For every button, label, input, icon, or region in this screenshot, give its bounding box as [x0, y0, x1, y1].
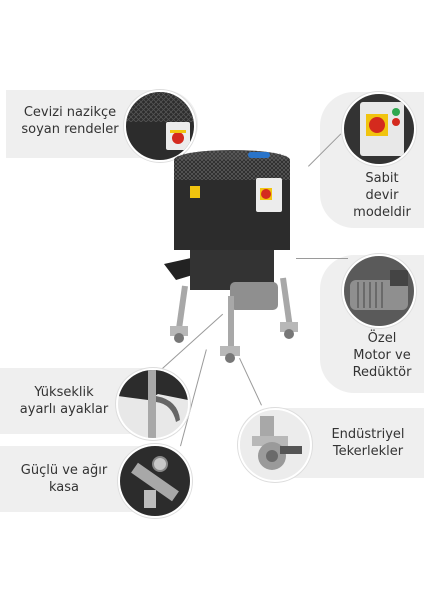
- callout-frame-label: Güçlü ve ağır kasa: [14, 462, 114, 496]
- grater-closeup: [124, 90, 196, 162]
- callout-casters-label: Endüstriyel Tekerlekler: [318, 426, 418, 460]
- caster-closeup-icon: [240, 410, 310, 480]
- casters-line-2: Tekerlekler: [332, 444, 404, 459]
- legs-line-1: Yükseklik: [34, 385, 94, 400]
- leg-closeup: [116, 368, 190, 440]
- connector-motor: [296, 258, 348, 259]
- legs-line-2: ayarlı ayaklar: [19, 402, 109, 417]
- leg-closeup-icon: [118, 370, 188, 438]
- callout-motor-label: Özel Motor ve Redüktör: [340, 330, 424, 381]
- callout-grater-label: Cevizi nazikçe soyan rendeler: [20, 104, 120, 138]
- motor-line-2: Motor ve: [353, 348, 411, 363]
- motor-line-3: Redüktör: [352, 365, 412, 380]
- grater-closeup-icon: [126, 92, 194, 160]
- motor-closeup: [342, 254, 416, 328]
- frame-closeup: [118, 444, 192, 518]
- motor-closeup-icon: [344, 256, 414, 326]
- frame-closeup-icon: [120, 446, 190, 516]
- motor-line-1: Özel: [367, 331, 397, 346]
- frame-line-1: Güçlü ve ağır: [20, 463, 108, 478]
- speed-line-1: Sabit: [365, 171, 399, 186]
- grater-line-1: Cevizi nazikçe: [23, 105, 117, 120]
- callout-legs-label: Yükseklik ayarlı ayaklar: [14, 384, 114, 418]
- grater-line-2: soyan rendeler: [21, 122, 119, 137]
- casters-line-1: Endüstriyel: [331, 427, 405, 442]
- speed-line-3: modeldir: [353, 205, 411, 220]
- machine-photo: [164, 150, 298, 363]
- callout-speed-label: Sabit devir modeldir: [340, 170, 424, 221]
- caster-closeup: [238, 408, 312, 482]
- frame-line-2: kasa: [48, 480, 79, 495]
- switch-closeup: [342, 92, 416, 166]
- speed-line-2: devir: [365, 188, 399, 203]
- switch-closeup-icon: [344, 94, 414, 164]
